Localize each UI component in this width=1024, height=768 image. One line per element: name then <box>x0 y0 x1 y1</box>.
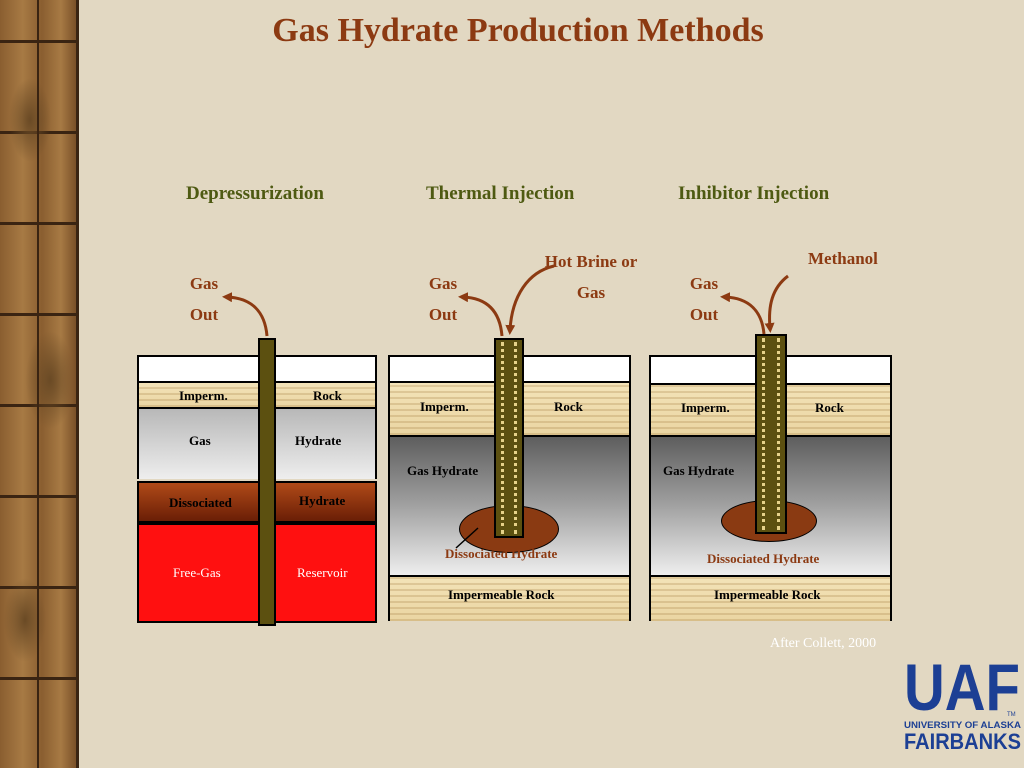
gas-out-label-2: Gas Out <box>428 274 458 324</box>
gas-out-arrow-1 <box>222 292 269 337</box>
inject-arrow-3 <box>764 274 789 333</box>
gas-out-label-3: Gas Out <box>689 274 719 324</box>
injection-well-2 <box>494 338 524 538</box>
imperm-rock-layer: Imperm. Rock <box>137 381 377 409</box>
free-gas-reservoir-layer: Free-Gas Reservoir <box>137 523 377 623</box>
method-inhibitor-injection: Inhibitor Injection <box>678 183 830 204</box>
method-depressurization: Depressurization <box>186 183 324 204</box>
gas-hydrate-layer: Gas Hydrate <box>137 409 377 479</box>
dissociated-label-2: Dissociated Hydrate <box>445 546 558 561</box>
hot-brine-label: Hot Brine or Gas <box>544 252 638 302</box>
uaf-logo: UAF TM UNIVERSITY OF ALASKA FAIRBANKS <box>904 648 1024 754</box>
methanol-label: Methanol <box>808 249 878 268</box>
svg-text:TM: TM <box>1007 712 1016 718</box>
gas-out-label-1: Gas Out <box>189 274 219 324</box>
impermeable-rock-layer-3: Impermeable Rock <box>651 575 890 621</box>
panel-depressurization: Imperm. Rock Gas Hydrate Dissociated Hyd… <box>137 355 377 623</box>
method-thermal-injection: Thermal Injection <box>426 183 575 204</box>
dissociated-hydrate-layer: Dissociated Hydrate <box>137 481 377 523</box>
dissociated-label-3: Dissociated Hydrate <box>707 551 820 566</box>
gas-out-arrow-3 <box>720 292 766 335</box>
injection-well-3 <box>755 334 787 534</box>
sidebar-edge <box>76 0 79 768</box>
impermeable-rock-layer-2: Impermeable Rock <box>390 575 629 621</box>
svg-text:UNIVERSITY OF ALASKA: UNIVERSITY OF ALASKA <box>904 720 1021 731</box>
source-credit: After Collett, 2000 <box>770 636 877 651</box>
svg-text:UAF: UAF <box>904 650 1020 724</box>
svg-text:FAIRBANKS: FAIRBANKS <box>904 729 1021 752</box>
production-well-1 <box>258 338 276 626</box>
gas-out-arrow-2 <box>458 292 504 337</box>
wood-sidebar <box>0 0 76 768</box>
page-title: Gas Hydrate Production Methods <box>272 12 764 49</box>
